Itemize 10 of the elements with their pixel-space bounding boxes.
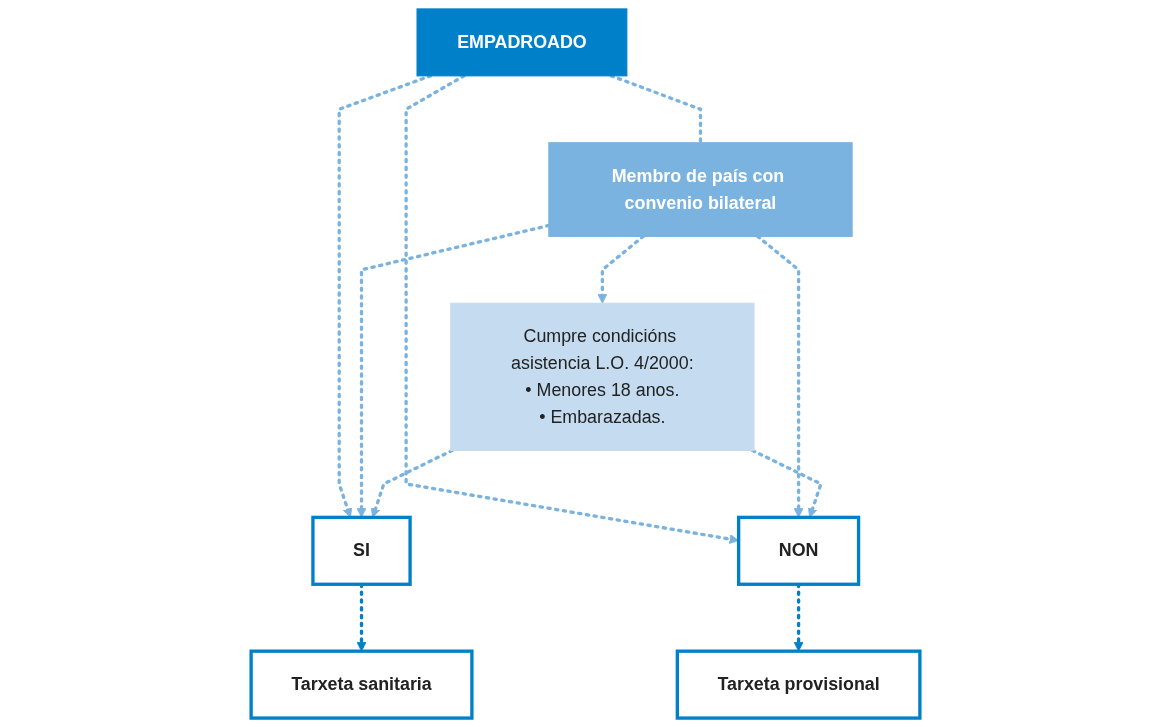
node-box: Membro de país con convenio bilateral	[548, 142, 853, 237]
arrow	[750, 448, 823, 518]
arrow	[337, 74, 433, 518]
node-box: Tarxeta sanitaria	[249, 649, 474, 720]
node-box: Cumpre condicións asistencia L.O. 4/2000: • Menores 18 anos. • Embarazadas.	[450, 302, 755, 452]
node-box: EMPADROADO	[416, 8, 628, 77]
node-box: Tarxeta provisional	[675, 649, 922, 720]
arrow	[370, 448, 454, 518]
node-box: SI	[311, 515, 412, 586]
node-box: NON	[736, 515, 861, 586]
